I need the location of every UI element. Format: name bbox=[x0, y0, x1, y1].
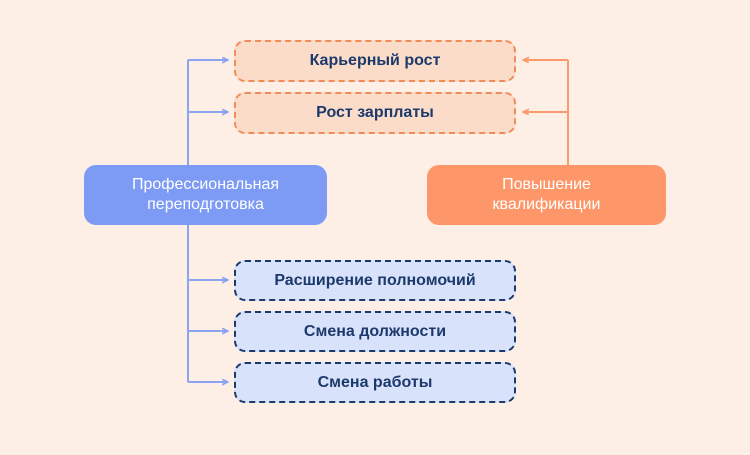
node-career-growth[interactable]: Карьерный рост bbox=[234, 40, 516, 82]
node-qualification-upgrade-line1: Повышение bbox=[502, 176, 591, 193]
node-salary-growth[interactable]: Рост зарплаты bbox=[234, 92, 516, 134]
node-expanded-authority[interactable]: Расширение полномочий bbox=[234, 260, 516, 301]
node-job-change-label: Смена работы bbox=[317, 373, 433, 391]
node-job-change[interactable]: Смена работы bbox=[234, 362, 516, 403]
node-professional-retraining-line2: переподготовка bbox=[147, 196, 264, 213]
node-career-growth-label: Карьерный рост bbox=[309, 52, 441, 69]
node-professional-retraining-line1: Профессиональная bbox=[132, 176, 279, 193]
connector-blue-upper-trunk bbox=[187, 60, 228, 165]
node-salary-growth-label: Рост зарплаты bbox=[316, 104, 434, 121]
connector-blue-lower-trunk bbox=[187, 225, 228, 382]
node-qualification-upgrade-line2: квалификации bbox=[492, 196, 601, 213]
node-qualification-upgrade[interactable]: Повышение квалификации bbox=[427, 165, 666, 225]
connector-orange-trunk bbox=[523, 60, 569, 165]
node-professional-retraining-label: Профессиональная переподготовка bbox=[84, 175, 327, 215]
node-qualification-upgrade-label: Повышение квалификации bbox=[427, 175, 666, 215]
node-position-change[interactable]: Смена должности bbox=[234, 311, 516, 352]
node-position-change-label: Смена должности bbox=[303, 322, 447, 340]
node-expanded-authority-label: Расширение полномочий bbox=[274, 271, 476, 289]
node-professional-retraining[interactable]: Профессиональная переподготовка bbox=[84, 165, 327, 225]
